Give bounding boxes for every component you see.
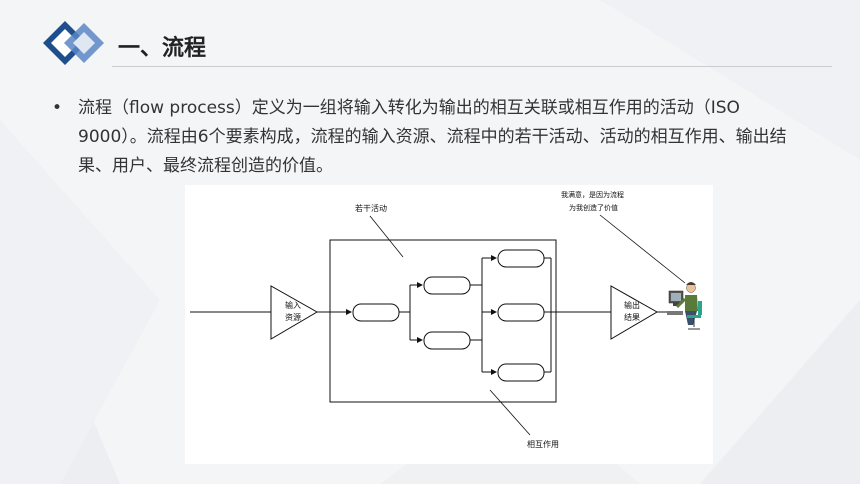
activity-node (423, 276, 471, 295)
activity-node (423, 331, 471, 350)
activity-node (352, 303, 400, 322)
interaction-callout-line (489, 389, 531, 436)
output-label-line1: 输出 (624, 300, 640, 310)
user-quote-line2: 为我创造了价值 (569, 203, 618, 212)
bullet-dot: • (52, 98, 63, 118)
page-title: 一、流程 (118, 36, 207, 61)
input-label-line1: 输入 (285, 300, 301, 310)
user-at-computer-icon (667, 282, 702, 330)
activities-box (329, 239, 557, 403)
process-diagram: 输入 资源 输出 结果 若干活动 相互作用 (185, 185, 713, 464)
activity-node (497, 303, 545, 322)
process-diagram-svg: 输入 资源 输出 结果 若干活动 相互作用 (190, 190, 702, 449)
interaction-label: 相互作用 (527, 439, 559, 449)
output-triangle (610, 285, 659, 340)
output-label-line2: 结果 (624, 312, 640, 322)
activity-node (497, 363, 545, 382)
activity-node (497, 249, 545, 268)
user-quote-line1: 我满意，是因为流程 (561, 190, 624, 199)
input-triangle (270, 285, 319, 340)
bullet-text: 流程（flow process）定义为一组将输入转化为输出的相互关联或相互作用的… (78, 98, 787, 176)
activities-label: 若干活动 (355, 203, 387, 213)
input-label-line2: 资源 (285, 312, 301, 322)
title-divider (112, 66, 832, 67)
slide-header: 一、流程 (0, 0, 860, 80)
quote-callout-line (599, 214, 686, 284)
activities-callout-line (369, 215, 404, 258)
diamond-logo-icon (43, 21, 104, 65)
bullet-item: • 流程（flow process）定义为一组将输入转化为输出的相互关联或相互作… (52, 94, 812, 181)
